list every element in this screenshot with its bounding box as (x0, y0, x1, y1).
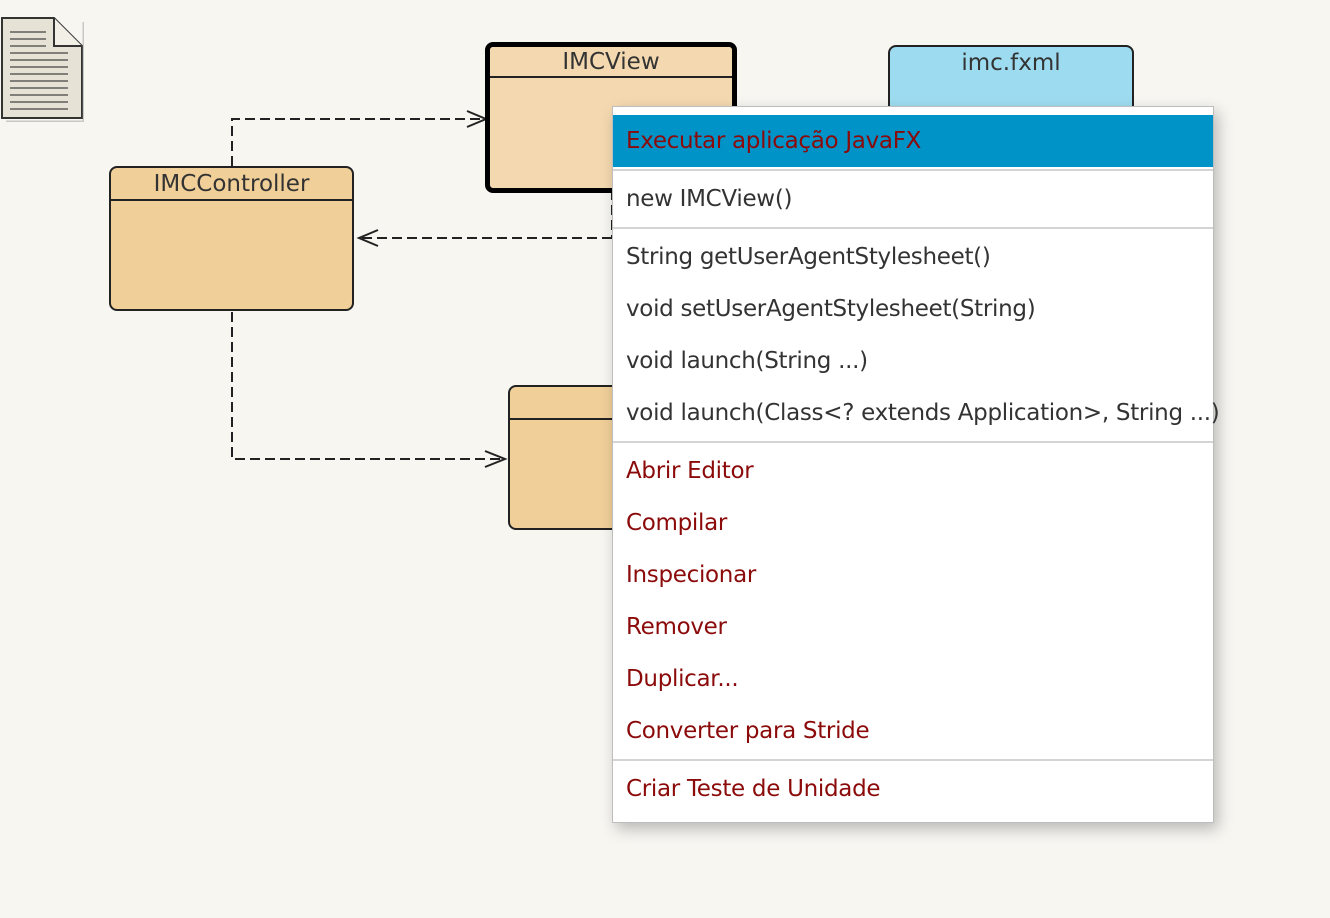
menu-item-create-unit-test[interactable]: Criar Teste de Unidade (626, 776, 881, 802)
menu-separator (613, 757, 1213, 763)
menu-item-duplicate[interactable]: Duplicar... (626, 666, 739, 692)
class-imccontroller[interactable]: IMCController (109, 166, 354, 311)
class-name: IMCController (111, 168, 352, 201)
menu-item-compile[interactable]: Compilar (626, 510, 728, 536)
menu-item-launch-class[interactable]: void launch(Class<? extends Application>… (626, 400, 1220, 426)
menu-item-get-stylesheet[interactable]: String getUserAgentStylesheet() (626, 244, 991, 270)
menu-item-set-stylesheet[interactable]: void setUserAgentStylesheet(String) (626, 296, 1036, 322)
file-name: imc.fxml (961, 50, 1061, 76)
menu-item-remove[interactable]: Remover (626, 614, 727, 640)
document-icon[interactable] (0, 16, 84, 122)
menu-item-open-editor[interactable]: Abrir Editor (626, 458, 754, 484)
context-menu: Executar aplicação JavaFX new IMCView() … (612, 106, 1220, 823)
menu-item-launch-string[interactable]: void launch(String ...) (626, 348, 868, 374)
menu-item-convert-stride[interactable]: Converter para Stride (626, 718, 870, 744)
menu-item-run-javafx[interactable]: Executar aplicação JavaFX (613, 115, 1213, 167)
menu-item-inspect[interactable]: Inspecionar (626, 562, 757, 588)
menu-item-constructor[interactable]: new IMCView() (626, 186, 793, 212)
arrow-controller-to-model (231, 312, 503, 460)
class-name: IMCView (490, 47, 732, 78)
menu-separator (613, 225, 1213, 231)
menu-separator (613, 167, 1213, 173)
menu-separator (613, 439, 1213, 445)
arrow-controller-to-view (231, 118, 483, 166)
